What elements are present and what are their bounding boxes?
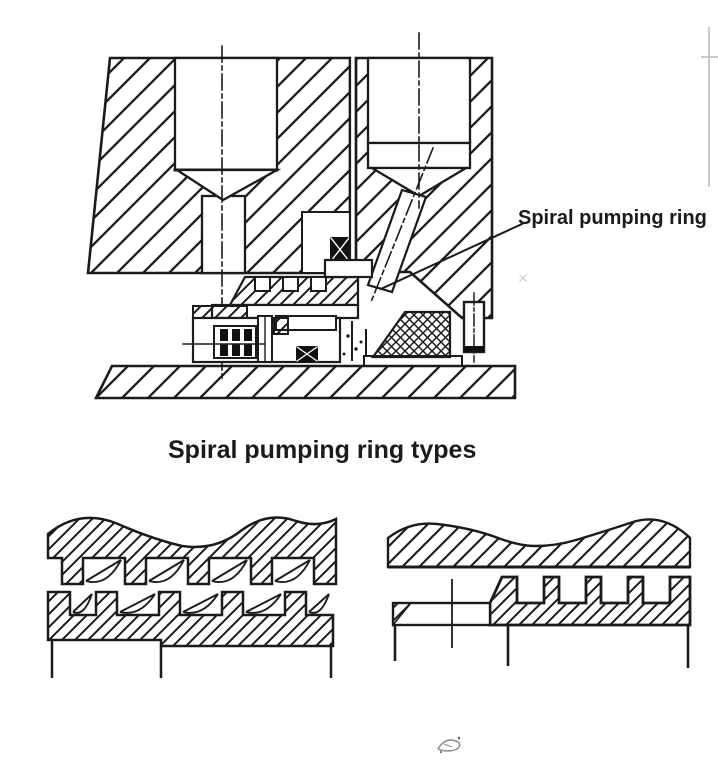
support-legs-left-diagram — [50, 640, 333, 678]
oring-lower — [296, 346, 318, 362]
scan-artifacts — [519, 27, 718, 282]
upper-toothed-member — [46, 516, 338, 586]
seal-face-lines — [339, 317, 367, 363]
centerline-angled-passage — [369, 146, 435, 304]
packing-wedge — [370, 310, 452, 359]
support-legs-right-diagram — [393, 625, 690, 668]
angled-passage — [366, 188, 428, 294]
screw-tip-cone-left — [173, 168, 282, 202]
collar-chamfer — [392, 602, 413, 628]
anti-rotation-pin — [462, 292, 486, 363]
ring-groove — [254, 276, 271, 292]
screw-shank-left — [200, 194, 247, 275]
lower-toothed-member — [46, 590, 335, 648]
shaft-base — [93, 364, 517, 400]
ring-carrier-step — [323, 258, 374, 279]
spiral-pumping-ring-section — [210, 258, 374, 320]
spring-coils — [220, 329, 252, 356]
upper-groove-curves — [85, 559, 311, 583]
mechanical-seal-cross-section — [86, 27, 718, 400]
seat-block — [273, 317, 289, 335]
cap-screw-left — [173, 56, 282, 275]
type-single-profile — [386, 518, 692, 668]
ring-groove — [310, 276, 327, 292]
toothed-rack — [488, 575, 692, 627]
lower-groove-curves — [72, 593, 330, 614]
callout-leader-line — [381, 222, 524, 290]
fluid-specks — [342, 334, 363, 356]
stamp-smudge — [437, 736, 461, 753]
ring-groove — [282, 276, 299, 292]
callout-label: Spiral pumping ring — [518, 207, 707, 229]
upper-wavy-bar — [386, 518, 692, 569]
seal-cartridge — [182, 305, 367, 364]
oring-upper — [330, 237, 350, 262]
type-interlocking-profile — [46, 516, 338, 678]
gland-plate-small — [192, 305, 248, 319]
section-title: Spiral pumping ring types — [168, 436, 477, 464]
